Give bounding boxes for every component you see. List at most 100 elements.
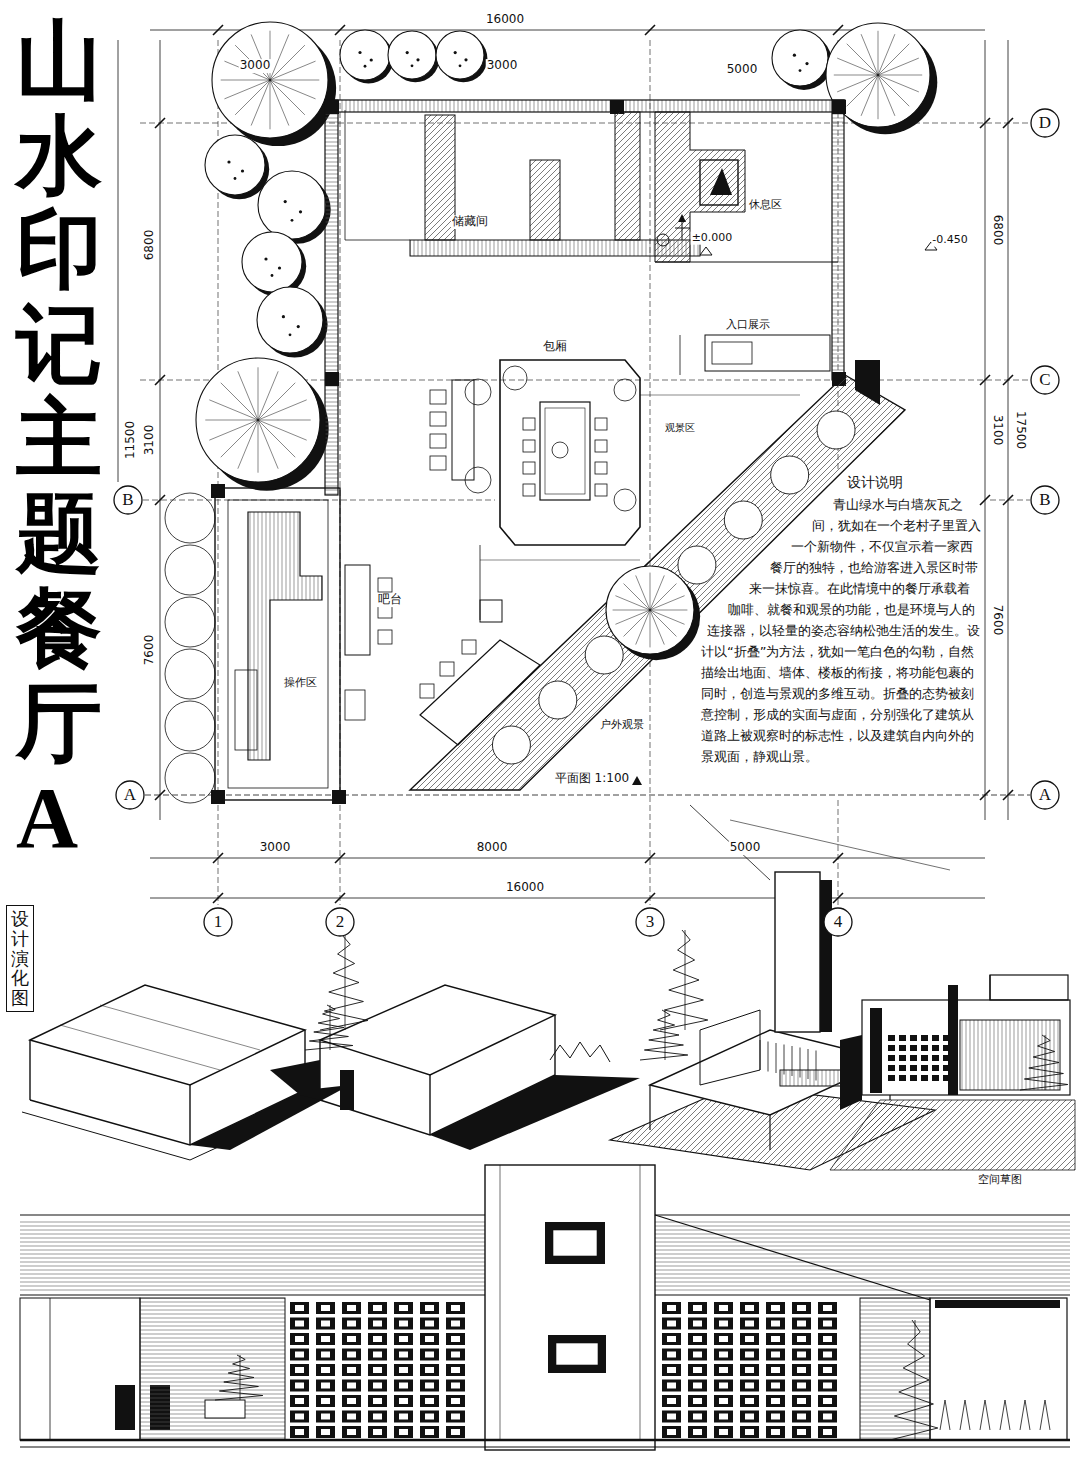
shape [30,985,305,1085]
brick-grid [342,1349,361,1361]
window [556,1343,598,1365]
shadow [935,1300,1060,1308]
line-work [650,610,676,636]
line-work [345,240,410,241]
brick-grid [321,1414,330,1420]
line-work [238,371,258,420]
brick-grid [290,1395,309,1407]
brick-grid [667,1383,676,1389]
stool [378,578,392,592]
brick-grid [662,1302,681,1314]
dimension-label: 17500 [1013,410,1027,450]
line-work [258,383,295,420]
line-work [730,820,950,870]
brick-grid [792,1426,811,1438]
wall [345,690,365,720]
grid-pattern [888,1075,895,1081]
line-work [649,1085,650,1130]
axis-bubble: 4 [823,907,853,937]
wall [615,112,640,240]
brick-grid [295,1414,304,1420]
grid-pattern [932,1045,939,1051]
line-work [655,1215,930,1300]
bubble-circle [114,486,142,514]
line-work [150,858,985,859]
column [325,372,339,386]
brick-grid [740,1426,759,1438]
tree-mark [411,64,414,67]
brick-grid [667,1398,676,1404]
drawing-title: 平面图 1:100 [554,772,630,786]
brick-grid [394,1411,413,1423]
line-work [613,610,650,611]
grid-pattern [888,1045,895,1051]
shadow [430,1075,640,1150]
brick-grid [451,1367,460,1373]
line-work [270,61,316,80]
wall [235,670,257,750]
dimension-label: 6800 [990,214,1004,247]
tree-sketch [1020,1035,1068,1090]
tree-mark [284,200,287,203]
brick-grid [420,1426,439,1438]
room-label: 户外观景 [599,719,645,732]
line-work [251,34,270,80]
brick-grid [316,1349,335,1361]
sketch-label: 空间草图 [977,1174,1023,1187]
brick-grid [688,1302,707,1314]
shape [248,512,322,760]
north-mark [632,776,642,785]
brick-grid [446,1426,465,1438]
plant-sketch [1040,1400,1050,1430]
brick-grid [792,1380,811,1392]
line-work [861,34,878,75]
brick-grid [818,1411,837,1423]
line-work [685,930,686,1030]
chair [420,684,434,698]
brick-grid [818,1349,837,1361]
bubble-circle [636,908,664,936]
brick-grid [321,1429,330,1435]
grid-pattern [921,1045,928,1051]
tree-outline [165,545,215,595]
brick-grid [719,1336,728,1342]
brick-grid [688,1333,707,1345]
tree-symbol [196,358,320,482]
brick-grid [719,1352,728,1358]
wall [205,1400,245,1418]
line-work [915,1320,916,1440]
shadow [840,1035,862,1110]
brick-grid [399,1352,408,1358]
brick-grid [290,1426,309,1438]
brick-grid [446,1364,465,1376]
brick-grid [290,1318,309,1330]
line-work [615,610,650,624]
brick-grid [446,1395,465,1407]
grid-pattern [932,1055,939,1061]
brick-grid [420,1318,439,1330]
brick-grid [420,1395,439,1407]
column [325,100,339,114]
tree-sketch [640,1010,688,1060]
line-work [834,75,878,76]
tree-mark [454,51,457,54]
brick-grid [745,1383,754,1389]
line-work [258,367,259,420]
brick-grid [321,1352,330,1358]
brick-grid [719,1429,728,1435]
grid-pattern [921,1055,928,1061]
dimension-label: 6800 [143,229,157,262]
tree-symbol [340,30,390,80]
axis-bubble: 1 [203,907,233,937]
brick-grid [745,1429,754,1435]
brick-grid [667,1429,676,1435]
tree-sketch [320,935,368,1030]
brick-grid [693,1367,702,1373]
brick-grid [771,1336,780,1342]
brick-grid [719,1383,728,1389]
tree-sketch [215,1355,263,1400]
brick-grid [792,1318,811,1330]
tree-outline [724,501,762,539]
brick-grid [823,1383,832,1389]
